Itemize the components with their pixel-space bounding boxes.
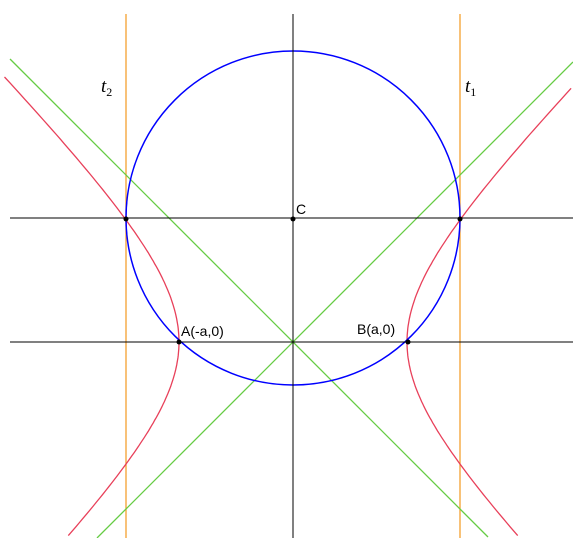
point-a — [176, 339, 182, 345]
label-point-c: C — [296, 201, 306, 217]
label-t1: t1 — [465, 76, 476, 99]
asymptote-line-descending — [9, 58, 489, 538]
point-right-intersection — [457, 216, 463, 222]
hyperbola-right-branch — [406, 87, 572, 537]
label-t2: t2 — [101, 76, 112, 99]
point-left-intersection — [123, 216, 129, 222]
label-point-b: B(a,0) — [357, 321, 395, 337]
label-point-a: A(-a,0) — [181, 323, 224, 339]
hyperbola-left-branch — [4, 76, 180, 537]
point-b — [405, 339, 411, 345]
point-c — [290, 216, 296, 222]
asymptote-line-ascending — [96, 61, 573, 538]
